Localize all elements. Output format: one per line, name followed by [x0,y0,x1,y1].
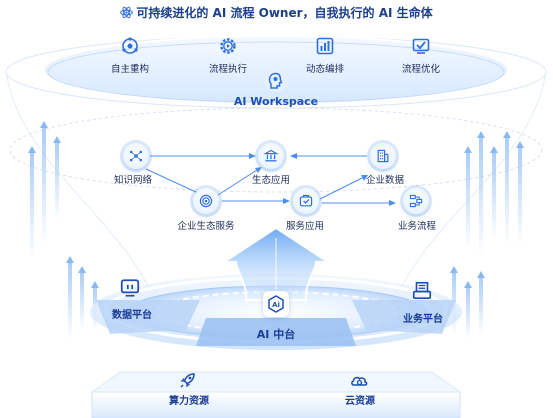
chart-arrange-icon [314,35,336,57]
service-icon [293,188,319,214]
restructure-icon [119,35,141,57]
workspace-label: AI Workspace [233,95,319,108]
rocket-icon [177,369,199,391]
checklist-icon [410,35,432,57]
ai-platform-label: AI 中台 [256,328,296,341]
cloud-gear-icon [348,369,370,391]
data-platform-label: 数据平台 [112,310,152,321]
page-title: 可持续进化的 AI 流程 Owner，自我执行的 AI 生命体 [0,4,553,22]
document-stack-icon [410,279,434,303]
biz-platform-label: 业务平台 [403,314,443,325]
title-text: 可持续进化的 AI 流程 Owner，自我执行的 AI 生命体 [136,6,433,20]
target-icon [193,188,219,214]
node-label-eco-app: 生态应用 [251,175,291,186]
node-label-eco-service: 企业生态服务 [177,221,235,232]
gear-play-icon [217,35,239,57]
node-label-knowledge: 知识网络 [113,175,153,186]
atom-icon [120,6,134,22]
feature-label-1: 自主重构 [110,64,150,75]
compute-resource-label: 算力资源 [169,396,209,407]
feature-label-2: 流程执行 [208,64,248,75]
data-building-icon [370,143,396,169]
node-label-biz-flow: 业务流程 [397,221,437,232]
ai-chip-icon: Ai [263,291,289,317]
feature-label-4: 流程优化 [401,64,441,75]
flow-icon [403,188,429,214]
monitor-icon [118,276,142,300]
building-icon [258,143,284,169]
svg-text:Ai: Ai [272,301,280,309]
cloud-resource-label: 云资源 [345,396,375,407]
network-icon [123,143,149,169]
node-label-enterprise-data: 企业数据 [365,175,405,186]
feature-label-3: 动态编排 [305,64,345,75]
node-label-service-app: 服务应用 [285,221,325,232]
ai-head-icon [265,70,287,92]
